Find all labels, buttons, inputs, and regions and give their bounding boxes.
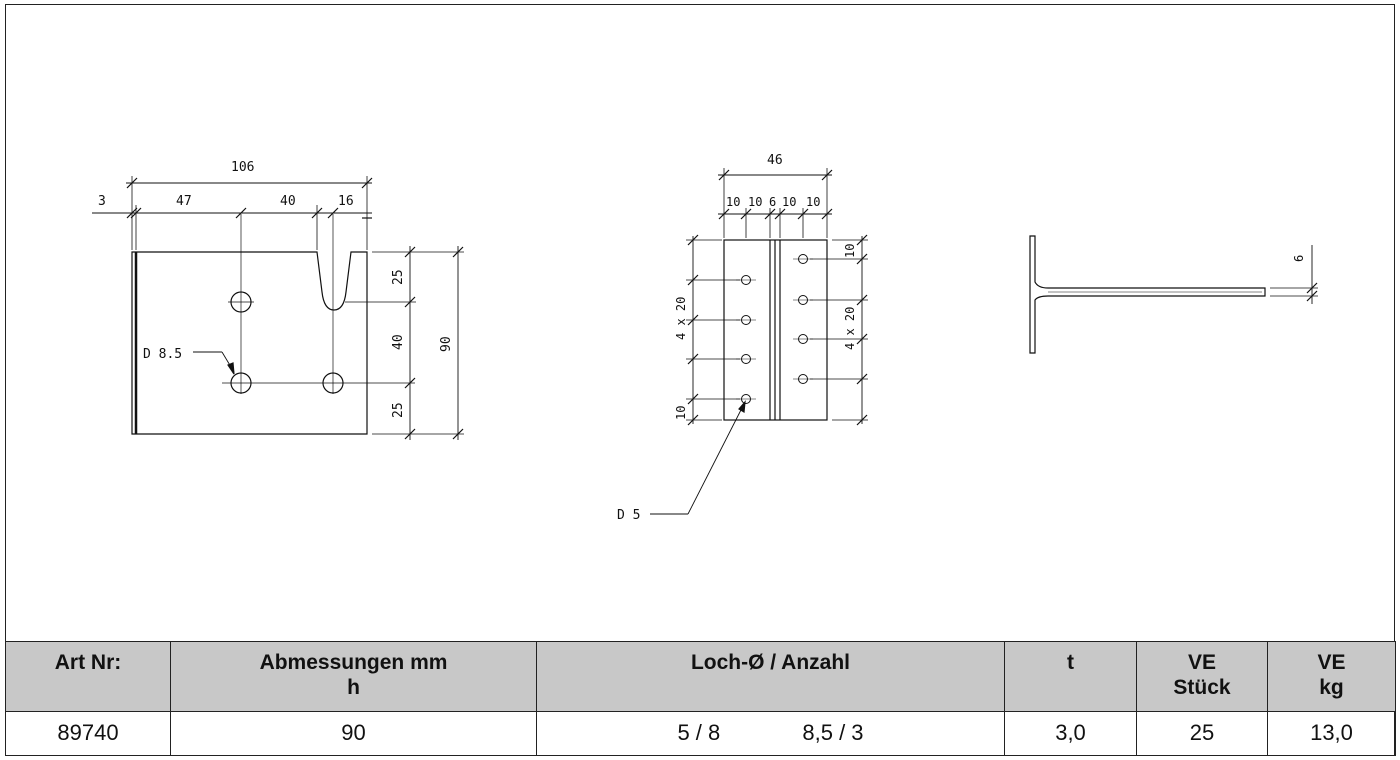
tick	[797, 208, 809, 220]
front-hole	[230, 372, 252, 394]
cell-holes-a: 5 / 8	[677, 720, 721, 746]
dim-h-top: 25	[391, 269, 406, 285]
tick	[404, 428, 416, 440]
tick	[740, 208, 752, 220]
dim-h-total: 90	[439, 336, 454, 352]
section-profile	[1029, 235, 1266, 354]
tick	[821, 169, 833, 181]
side-holes-right	[793, 254, 813, 384]
header-dimensions: Abmessungen mm h	[170, 641, 537, 712]
tick	[327, 207, 339, 219]
dim-total-width: 106	[231, 160, 254, 175]
side-dim-b: 10	[748, 195, 762, 209]
table-header-row: Art Nr: Abmessungen mm h Loch-Ø / Anzahl…	[5, 641, 1396, 712]
section-dim-thickness: 6	[1292, 255, 1306, 262]
tick	[856, 234, 868, 246]
cell-ve-kg: 13,0	[1267, 710, 1396, 757]
leader-arrow	[738, 400, 746, 414]
tick	[1306, 282, 1318, 294]
leader-arrow	[227, 362, 235, 375]
side-dim-left-bottom: 10	[674, 406, 688, 420]
tick	[687, 234, 699, 246]
side-dim-right-pitch: 4 x 20	[843, 307, 857, 350]
tick	[126, 207, 138, 219]
tick	[687, 274, 699, 286]
side-dim-e: 10	[806, 195, 820, 209]
drawing-frame	[5, 4, 1395, 756]
cell-thickness: 3,0	[1004, 710, 1137, 757]
tick	[130, 207, 142, 219]
dim-h-mid: 40	[391, 334, 406, 350]
side-dim-a: 10	[726, 195, 740, 209]
cell-holes: 5 / 8 8,5 / 3	[536, 710, 1005, 757]
spec-table: Art Nr: Abmessungen mm h Loch-Ø / Anzahl…	[5, 641, 1396, 757]
leader-line	[687, 403, 745, 515]
technical-drawing: 106 3 47 40 16 25 40 25 90 D 8.5	[92, 153, 1318, 523]
dim-offset: 3	[98, 194, 106, 209]
cell-art-nr: 89740	[5, 710, 171, 757]
tick	[404, 296, 416, 308]
front-hole	[322, 372, 344, 394]
tick	[718, 208, 730, 220]
tick	[404, 246, 416, 258]
tick	[687, 353, 699, 365]
dim-seg1: 47	[176, 194, 192, 209]
tick	[235, 207, 247, 219]
section-view: 6	[1029, 235, 1318, 354]
header-holes: Loch-Ø / Anzahl	[536, 641, 1005, 712]
cell-holes-b: 8,5 / 3	[802, 720, 864, 746]
tick	[856, 373, 868, 385]
tick	[821, 208, 833, 220]
dim-seg2: 40	[280, 194, 296, 209]
side-dim-d: 10	[782, 195, 796, 209]
dim-seg3: 16	[338, 194, 354, 209]
side-dim-right-top: 10	[843, 244, 857, 258]
front-hole	[230, 291, 252, 313]
dim-h-bot: 25	[391, 402, 406, 418]
tick	[718, 169, 730, 181]
front-plate-outline	[131, 251, 368, 435]
side-holes-left	[736, 275, 756, 404]
cell-ve-stueck: 25	[1136, 710, 1268, 757]
header-art-nr: Art Nr:	[5, 641, 171, 712]
tick	[361, 177, 373, 189]
header-ve-kg: VE kg	[1267, 641, 1396, 712]
tick	[311, 207, 323, 219]
header-thickness: t	[1004, 641, 1137, 712]
front-view: 106 3 47 40 16 25 40 25 90 D 8.5	[92, 160, 464, 440]
table-row: 89740 90 5 / 8 8,5 / 3 3,0 25 13,0	[5, 710, 1396, 757]
side-dim-left-pitch: 4 x 20	[674, 297, 688, 340]
tick	[687, 393, 699, 405]
tick	[452, 428, 464, 440]
tick	[687, 314, 699, 326]
front-hole-label: D 8.5	[143, 347, 182, 362]
side-view: 46 10 10 6 10 10 4 x 20 10 1	[617, 153, 868, 523]
header-ve-stueck: VE Stück	[1136, 641, 1268, 712]
tick	[1306, 290, 1318, 302]
tick	[687, 414, 699, 426]
side-dim-total: 46	[767, 153, 783, 168]
tick	[856, 333, 868, 345]
side-hole-label: D 5	[617, 508, 640, 523]
tick	[774, 208, 786, 220]
tick	[126, 177, 138, 189]
side-dim-c: 6	[769, 195, 776, 209]
tick	[404, 377, 416, 389]
tick	[452, 246, 464, 258]
cell-h: 90	[170, 710, 537, 757]
tick	[856, 414, 868, 426]
tick	[764, 208, 776, 220]
tick	[856, 294, 868, 306]
tick	[856, 253, 868, 265]
